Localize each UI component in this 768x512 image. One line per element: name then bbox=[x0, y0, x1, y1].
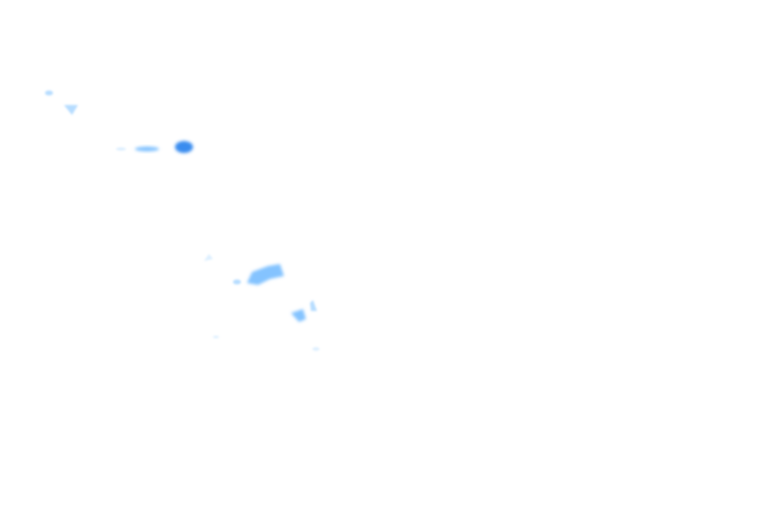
radar-cell-h bbox=[247, 264, 284, 285]
radar-cell-f bbox=[204, 254, 213, 261]
radar-cell-k bbox=[213, 335, 219, 339]
radar-cell-i bbox=[291, 309, 306, 322]
radar-cell-j bbox=[310, 300, 317, 311]
radar-cell-b bbox=[64, 105, 78, 115]
radar-cell-g bbox=[233, 279, 241, 285]
radar-cell-d bbox=[135, 146, 159, 152]
radar-cell-a bbox=[45, 90, 53, 96]
radar-cell-c bbox=[116, 147, 126, 151]
radar-cell-e bbox=[175, 141, 193, 153]
radar-cell-k2 bbox=[312, 347, 320, 351]
